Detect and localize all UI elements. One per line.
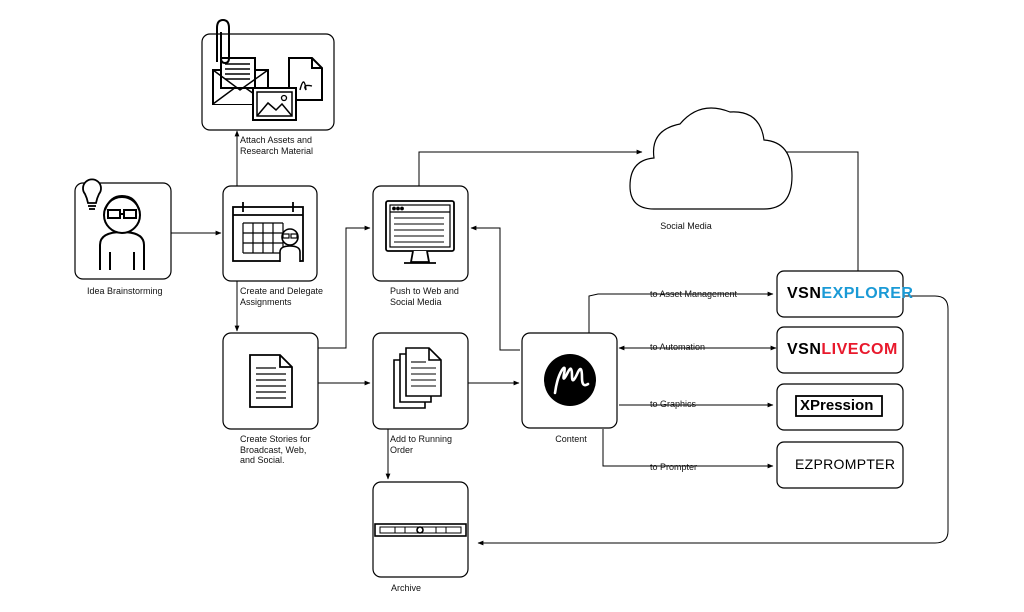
edge-content-to-ezprompter [602,429,774,469]
archive-node [372,481,469,578]
edge-label-graphics: to Graphics [650,399,697,409]
vsn-explorer-prefix: VSN [787,285,822,302]
person-glasses-icon [99,194,145,270]
edge-push-to-social [418,149,643,186]
content-node [521,332,618,429]
vsn-explorer-box [776,270,904,318]
edge-explorer-to-archive [477,295,949,546]
create-stories-label: Create Stories for Broadcast, Web, and S… [240,434,311,465]
vsn-livecom-suffix: LIVECOM [821,341,898,358]
push-web-node [372,185,469,282]
cloud-icon [629,107,793,210]
edge-label-asset-management: to Asset Management [650,289,738,299]
vsn-livecom-prefix: VSN [787,341,822,358]
push-web-label: Push to Web and Social Media [390,286,459,307]
running-order-node [372,332,469,430]
archive-label: Archive [390,583,422,593]
edge-content-to-push [470,225,520,351]
stacked-documents-icon [393,347,442,409]
xpression-logo: XPression [800,397,874,414]
monitor-icon [385,200,455,264]
ezprompter-box [776,441,904,489]
connectors [171,130,949,546]
edge-content-to-explorer [588,291,774,333]
vsn-explorer-suffix: EXPLORER [821,285,914,302]
social-media-label: Social Media [660,221,712,231]
create-stories-node [222,332,319,430]
edge-explorer-to-social [771,149,859,271]
edge-label-prompter: to Prompter [650,462,698,472]
server-rack-icon [374,523,467,537]
attach-assets-node [201,18,335,131]
running-order-label: Add to Running Order [390,434,453,455]
document-icon [249,354,293,408]
idea-brainstorming-node [74,178,172,280]
small-person-icon [279,228,301,262]
m-logo-icon [544,354,596,406]
delegate-label: Create and Delegate Assignments [240,286,324,307]
ezprompter-logo: EZPROMPTER [795,456,896,472]
edge-label-automation: to Automation [650,342,706,352]
idea-brainstorming-label: Idea Brainstorming [87,286,163,296]
vsn-explorer-logo: VSNEXPLORER [787,285,913,303]
xpression-box [776,383,904,431]
attach-assets-label: Attach Assets and Research Material [240,135,314,156]
image-icon [252,87,297,121]
paperclip-icon [216,18,230,65]
vsn-livecom-box [776,326,904,374]
edge-stories-to-push [318,225,371,349]
content-label: Content [555,434,587,444]
lightbulb-icon [82,178,102,210]
vsn-livecom-logo: VSNLIVECOM [787,341,898,359]
delegate-node [222,185,318,282]
